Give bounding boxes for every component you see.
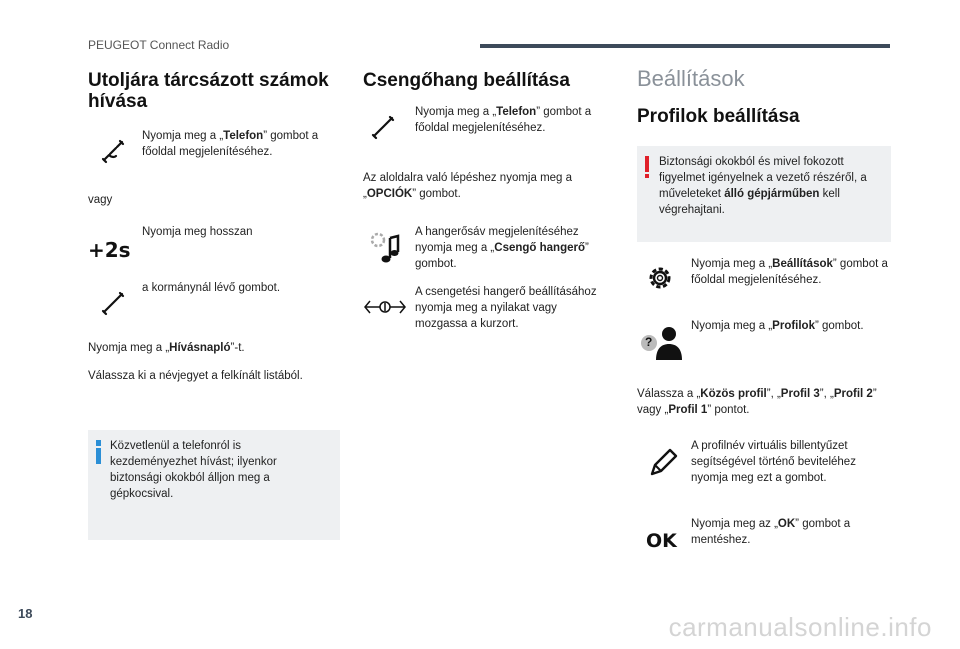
- step-adjust-volume: A csengetési hangerő beállításához nyomj…: [415, 286, 597, 330]
- question-label: ?: [645, 335, 653, 349]
- gear-icon: [646, 264, 674, 292]
- section-title-settings: Beállítások: [637, 66, 745, 91]
- step-steering-button: a kormánynál lévő gombot.: [142, 282, 281, 294]
- slider-arrows-icon: [364, 298, 406, 316]
- info-note-text: Közvetlenül a telefonról is kezdeményezh…: [110, 440, 277, 500]
- section-heading-ringtone: Csengőhang beállítása: [363, 70, 570, 91]
- warning-bar-icon: [645, 156, 649, 172]
- info-dot-icon: [96, 440, 101, 446]
- ringtone-settings-icon: [368, 230, 402, 266]
- info-bar-icon: [96, 448, 101, 464]
- section-heading-recent-calls: Utoljára tárcsázott számok hívása: [88, 70, 329, 112]
- step-press-profiles: Nyomja meg a „Profilok” gombot.: [691, 320, 864, 332]
- step-press-settings: Nyomja meg a „Beállítások” gombot a főol…: [691, 258, 888, 286]
- or-text: vagy: [88, 194, 113, 206]
- step-edit-name: A profilnév virtuális billentyűzet segít…: [691, 440, 856, 484]
- phone-icon: [370, 114, 396, 140]
- hold-2s-icon: +2s: [88, 238, 131, 262]
- section-heading-profiles: Profilok beállítása: [637, 106, 800, 127]
- step-call-log: Nyomja meg a „Hívásnapló”-t.: [88, 342, 245, 354]
- manual-header-title: PEUGEOT Connect Radio: [88, 38, 230, 52]
- step-select-contact: Válassza ki a névjegyet a felkínált list…: [88, 370, 303, 382]
- pencil-icon: [648, 448, 678, 478]
- profile-user-icon: ?: [640, 324, 684, 360]
- info-note-box: Közvetlenül a telefonról is kezdeményezh…: [88, 430, 340, 540]
- step-press-phone: Nyomja meg a „Telefon” gombot a főoldal …: [142, 130, 319, 158]
- step-press-phone-2: Nyomja meg a „Telefon” gombot a főoldal …: [415, 106, 592, 134]
- page-number: 18: [18, 606, 33, 621]
- ok-icon: OK: [646, 530, 677, 552]
- step-ring-volume: A hangerősáv megjelenítéséhez nyomja meg…: [415, 226, 589, 270]
- header-divider-bar: [480, 44, 890, 48]
- warning-note-box: Biztonsági okokból és mivel fokozott fig…: [637, 146, 891, 242]
- warning-dot-icon: [645, 174, 649, 178]
- steering-phone-icon: [100, 290, 126, 316]
- step-options: Az aloldalra való lépéshez nyomja meg a …: [363, 172, 573, 200]
- phone-icon: [100, 138, 126, 164]
- step-select-profile: Válassza a „Közös profil”, „Profil 3”, „…: [637, 388, 877, 416]
- warning-note-text: Biztonsági okokból és mivel fokozott fig…: [659, 156, 867, 216]
- step-long-press: Nyomja meg hosszan: [142, 226, 253, 238]
- watermark: carmanualsonline.info: [668, 612, 932, 642]
- step-press-ok: Nyomja meg az „OK” gombot a mentéshez.: [691, 518, 851, 546]
